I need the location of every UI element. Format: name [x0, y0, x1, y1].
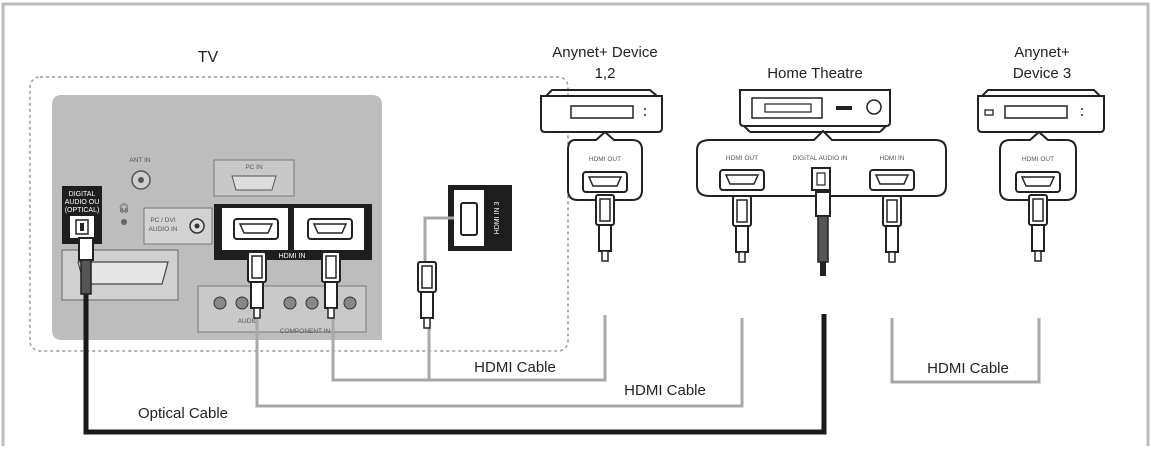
- cable-tv-dev12: [427, 315, 607, 382]
- hdmi-cable-label-2: HDMI Cable: [624, 382, 706, 399]
- dev3-hdmi-out-port: [1015, 171, 1061, 193]
- pc-in-label: PC IN: [245, 164, 263, 171]
- plug-tv-optical: [78, 237, 94, 295]
- tv-boundary: [29, 76, 569, 352]
- dev12-hdmi-out-label: HDMI OUT: [589, 156, 621, 163]
- headphone-icon: 🎧︎: [118, 203, 129, 213]
- optical-cable-label: Optical Cable: [138, 405, 228, 422]
- hdmi-cable-label-1: HDMI Cable: [474, 359, 556, 376]
- ht-hdmi-in-port: [869, 169, 915, 191]
- cable-ht-dev3: [890, 318, 1041, 384]
- tv-hdmi-in-label: HDMI IN: [279, 253, 306, 260]
- outer-frame: [1, 2, 1150, 446]
- ht-port-panel: HDMI OUT DIGITAL AUDIO IN HDMI IN: [696, 129, 947, 197]
- plug-dev3: [1028, 194, 1048, 262]
- anynet-3-label-line1: Anynet+: [1014, 44, 1070, 61]
- optical-cable: [83, 290, 827, 435]
- home-theatre-label: Home Theatre: [767, 65, 863, 82]
- tv-label: TV: [198, 49, 219, 66]
- anynet-12-label-line2: 1,2: [595, 65, 616, 82]
- anynet-device-3: [977, 89, 1105, 133]
- plug-ht-hdmi-out: [732, 195, 752, 263]
- dev3-hdmi-out-panel: HDMI OUT: [999, 130, 1077, 201]
- component-area: [197, 285, 367, 333]
- ht-hdmi-out-label: HDMI OUT: [726, 155, 758, 162]
- ht-hdmi-out-port: [719, 169, 765, 191]
- tv-digital-label-3: (OPTICAL): [65, 207, 100, 214]
- plug-dev12: [595, 194, 615, 262]
- ht-hdmi-in-label: HDMI IN: [880, 155, 905, 162]
- anynet-3-label-line2: Device 3: [1013, 65, 1071, 82]
- tv-digital-label-1: DIGITAL: [69, 191, 96, 198]
- anynet-device-12: [540, 89, 663, 133]
- anynet-12-label-line1: Anynet+ Device: [552, 44, 657, 61]
- hdmi-cable-label-3: HDMI Cable: [927, 360, 1009, 377]
- hdmi-cables: [255, 216, 1041, 408]
- dev3-hdmi-out-label: HDMI OUT: [1022, 156, 1054, 163]
- dev12-hdmi-out-panel: HDMI OUT: [567, 130, 643, 201]
- home-theatre: [739, 89, 891, 133]
- dev12-hdmi-out-port: [582, 171, 628, 193]
- tv-hdmi-1-port: [233, 218, 279, 240]
- tv-component-label: COMPONENT IN: [280, 328, 331, 335]
- ht-digital-audio-in-label: DIGITAL AUDIO IN: [793, 155, 848, 162]
- plug-ht-hdmi-in: [882, 195, 902, 263]
- tv-digital-label-2: AUDIO OU: [65, 199, 100, 206]
- pc-dvi-label-1: PC / DVI: [150, 217, 175, 224]
- pc-dvi-label-2: AUDIO IN: [149, 226, 178, 233]
- plug-tv-hdmi3: [417, 261, 437, 329]
- tv-hdmi-in-3-label: HDMI IN 3: [494, 202, 501, 235]
- tv-audio-label: AUDIO: [238, 318, 259, 325]
- tv-hdmi-in-3: HDMI IN 3: [448, 185, 512, 251]
- plug-tv-hdmi2: [321, 251, 341, 319]
- tv-hdmi-2-port: [307, 218, 353, 240]
- pc-in-port: [231, 175, 277, 191]
- cable-tv-ht: [255, 316, 744, 408]
- plug-ht-optical: [815, 191, 831, 276]
- plug-tv-hdmi1: [247, 251, 267, 319]
- ant-in-label: ANT IN: [129, 157, 150, 164]
